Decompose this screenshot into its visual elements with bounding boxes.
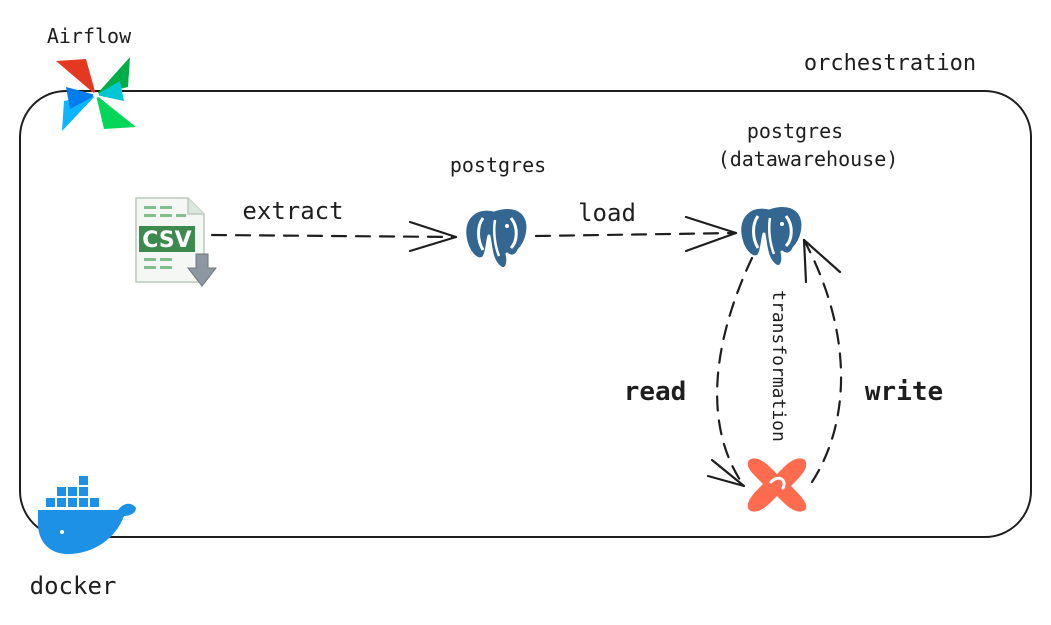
docker-label: docker bbox=[30, 572, 117, 600]
airflow-label: Airflow bbox=[47, 24, 132, 48]
read-label: read bbox=[624, 377, 687, 407]
load-label: load bbox=[578, 199, 636, 227]
postgres-dw-elephant-icon bbox=[738, 204, 805, 269]
write-arrow-head bbox=[802, 238, 842, 284]
postgres-dw-label-line1: postgres bbox=[747, 119, 843, 143]
extract-arrow bbox=[210, 233, 458, 239]
transformation-label: transformation bbox=[768, 290, 789, 442]
csv-badge-text: CSV bbox=[142, 228, 191, 253]
csv-file-download-icon: CSV bbox=[135, 197, 218, 287]
read-arrow-head bbox=[706, 458, 746, 488]
extract-label: extract bbox=[242, 197, 343, 225]
orchestration-label: orchestration bbox=[804, 51, 976, 76]
extract-arrow-head bbox=[408, 220, 458, 253]
postgres-elephant-icon bbox=[463, 206, 530, 271]
read-arrow bbox=[716, 256, 754, 488]
arrows bbox=[210, 215, 843, 488]
dbt-icon bbox=[747, 458, 807, 512]
load-arrow-head bbox=[684, 215, 738, 253]
airflow-pinwheel-icon bbox=[56, 57, 136, 131]
write-label: write bbox=[865, 377, 943, 407]
docker-whale-icon bbox=[38, 476, 136, 554]
orchestration-container bbox=[19, 90, 1032, 538]
postgres-dw-label-line2: (datawarehouse) bbox=[718, 147, 899, 171]
write-arrow bbox=[802, 238, 843, 484]
load-arrow bbox=[534, 231, 738, 238]
postgres-label: postgres bbox=[450, 153, 546, 177]
